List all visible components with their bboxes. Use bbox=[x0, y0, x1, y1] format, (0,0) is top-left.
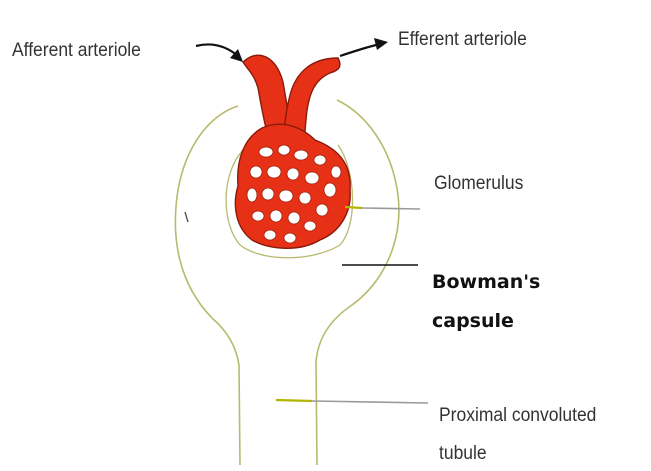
efferent-arrow bbox=[340, 38, 388, 56]
afferent-arrow bbox=[196, 44, 243, 62]
glomerulus-leader-line bbox=[345, 207, 420, 209]
afferent-arteriole-label: Afferent arteriole bbox=[12, 40, 141, 62]
glomerulus-label: Glomerulus bbox=[434, 173, 523, 195]
efferent-arteriole-label: Efferent arteriole bbox=[398, 29, 527, 51]
bowmans-capsule-label-line2: capsule bbox=[432, 308, 514, 334]
pct-leader-line bbox=[276, 400, 428, 403]
pct-label-line2: tubule bbox=[439, 443, 487, 465]
pct-label-line1: Proximal convoluted bbox=[439, 405, 596, 427]
capsule-outer-wall bbox=[175, 106, 240, 465]
bowmans-capsule-label-line1: Bowman's bbox=[432, 269, 540, 295]
capsule-tick-mark bbox=[185, 212, 188, 222]
